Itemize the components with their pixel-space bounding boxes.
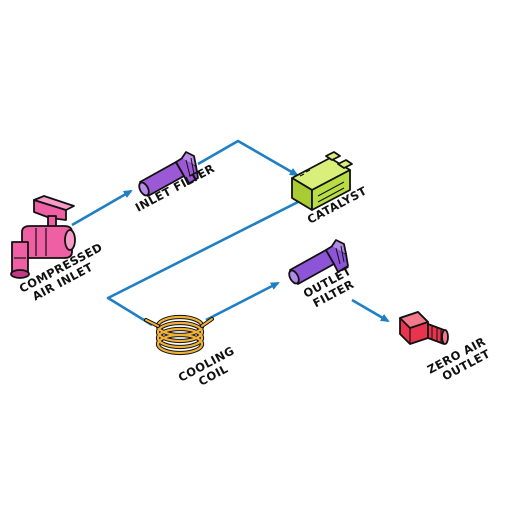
flow-filter-to-catalyst [197, 139, 299, 177]
flow-catalyst-to-coil [106, 200, 299, 327]
coil-icon [144, 314, 214, 356]
flow-outlet-filter-to-zero-air [351, 298, 390, 323]
flow-lines [71, 139, 390, 327]
valve-icon [10, 195, 76, 279]
flow-inlet-to-filter [71, 189, 133, 227]
filter-icon [288, 239, 349, 285]
catalyst-icon [291, 151, 353, 211]
filter-icon [138, 151, 199, 197]
labels: COMPRESSED AIR INLET INLET FILTER CATALY… [17, 161, 493, 396]
fitting-icon [399, 311, 449, 345]
label-cooling-coil: COOLING COIL [176, 341, 247, 396]
flow-coil-to-outlet-filter [205, 281, 280, 322]
